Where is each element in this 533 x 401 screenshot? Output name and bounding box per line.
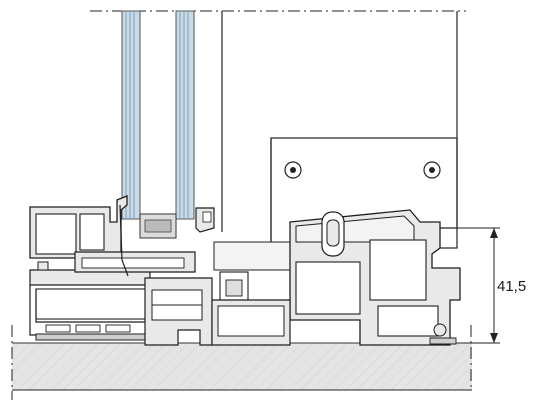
right-frame-profile <box>211 209 461 346</box>
glazing-unit <box>121 10 195 239</box>
left-frame-profile <box>29 195 161 341</box>
glazing-bead <box>74 204 215 277</box>
floor-slab <box>12 343 472 390</box>
height-dimension: 41,5 <box>440 227 526 344</box>
thermal-break <box>144 241 291 346</box>
dimension-label: 41,5 <box>497 278 526 295</box>
